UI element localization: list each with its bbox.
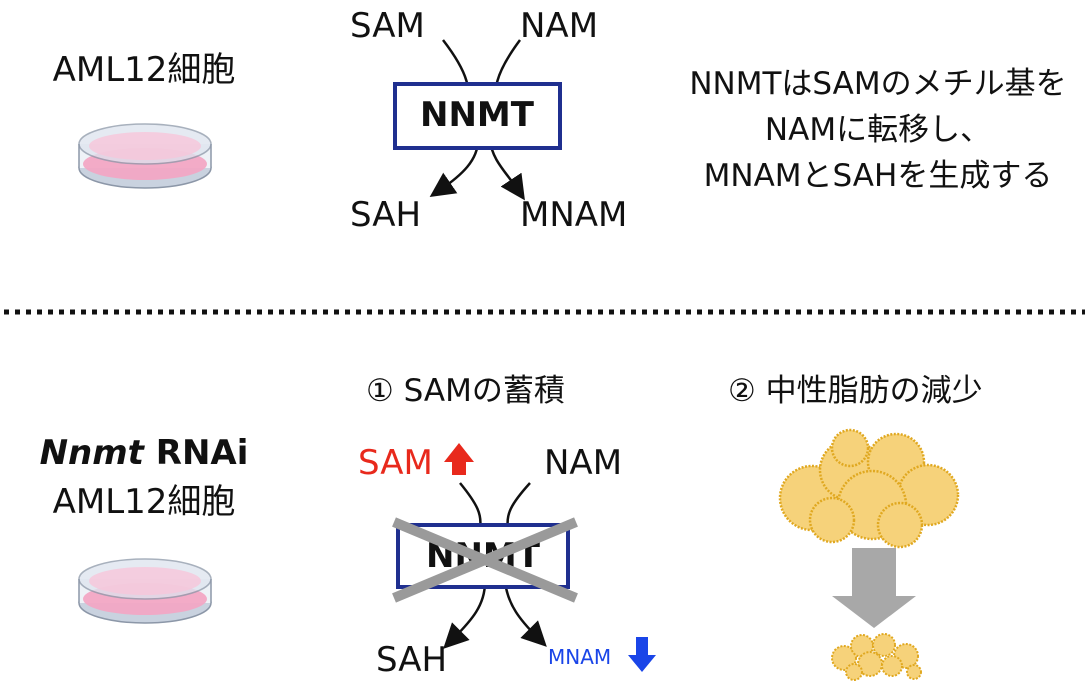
description-line-2: NAMに転移し、 <box>764 112 992 148</box>
effect-triglyceride-decrease: ② 中性脂肪の減少 <box>728 373 983 409</box>
enzyme-box-top <box>393 82 562 150</box>
effect-sam-accumulation: ① SAMの蓄積 <box>366 373 565 409</box>
product-sah-bottom: SAH <box>376 640 448 680</box>
gene-name-nnmt: Nnmt <box>39 433 144 473</box>
description-line-1: NNMTはSAMのメチル基を <box>689 66 1067 102</box>
description-line-3: MNAMとSAHを生成する <box>703 158 1053 194</box>
substrate-sam-top: SAM <box>350 6 425 46</box>
cell-label-aml12: AML12細胞 <box>52 50 236 90</box>
product-mnam-top: MNAM <box>520 195 628 235</box>
substrate-sam-bottom: SAM <box>358 443 433 483</box>
substrate-nam-bottom: NAM <box>544 443 623 483</box>
cell-label-aml12-rnai: AML12細胞 <box>52 482 236 522</box>
enzyme-label-top: NNMT <box>420 95 534 135</box>
substrate-nam-top: NAM <box>520 6 599 46</box>
product-sah-top: SAH <box>350 195 422 235</box>
cell-label-rnai: Nnmt RNAi <box>34 433 254 473</box>
rnai-label: RNAi <box>143 433 249 473</box>
product-mnam-bottom: MNAM <box>548 645 612 669</box>
